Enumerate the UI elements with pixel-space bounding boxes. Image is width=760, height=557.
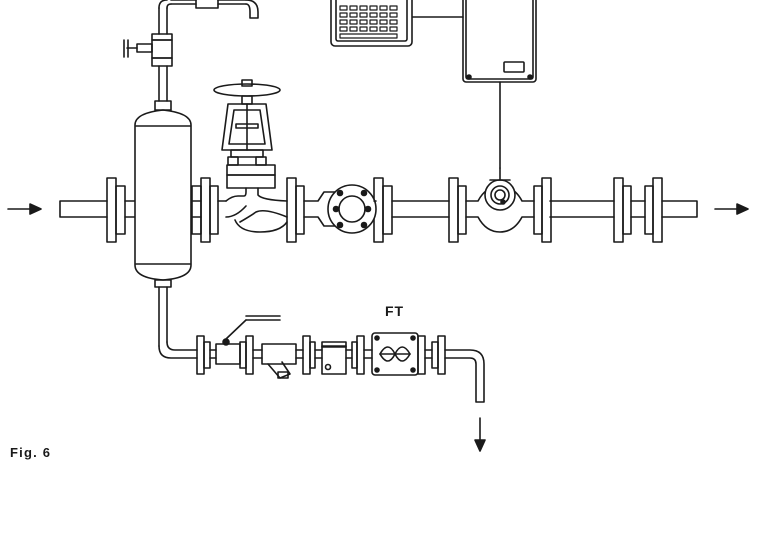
transmitter-enclosure: [411, 0, 537, 169]
drain-ball-valve: [196, 315, 281, 375]
main-pipe: [59, 200, 698, 218]
strainer-assembly: [303, 184, 377, 234]
drain-steam-trap: [314, 335, 365, 375]
separator-vessel: [134, 100, 192, 288]
drain-flow-transmitter: [363, 332, 446, 376]
vent-line: [123, 0, 259, 102]
figure-caption: Fig. 6: [10, 445, 52, 460]
inlet-arrow-icon: [7, 203, 42, 215]
flow-transmitter-label: FT: [385, 303, 405, 319]
drain-line: [158, 286, 198, 359]
control-valve: [213, 79, 288, 233]
drain-arrow-icon: [474, 417, 486, 452]
outlet-arrow-icon: [714, 203, 749, 215]
flow-meter-body: [465, 167, 535, 233]
drain-outlet: [444, 349, 485, 403]
drain-y-strainer: [252, 335, 316, 379]
display-keypad-unit: [330, 0, 413, 47]
